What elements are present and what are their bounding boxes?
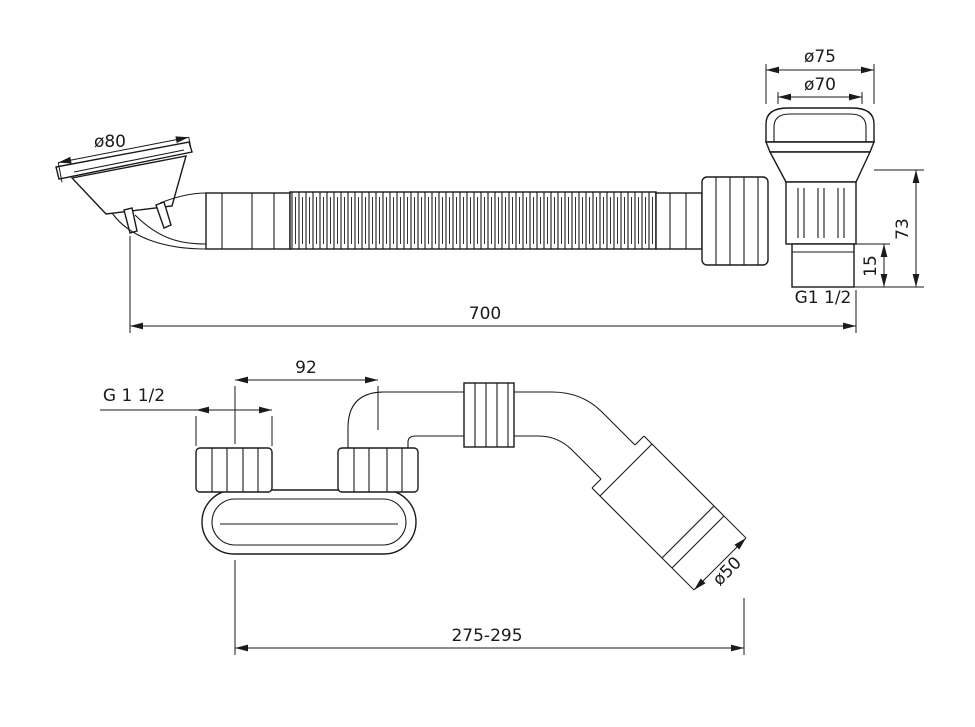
cap-cone bbox=[768, 151, 872, 183]
inlet-thread-label: G 1 1/2 bbox=[103, 386, 165, 406]
flexible-hose bbox=[205, 176, 769, 266]
union-coupling bbox=[463, 382, 515, 448]
dim-cup-diameter-label: ø80 bbox=[94, 132, 126, 152]
slotted-body bbox=[785, 181, 857, 245]
dim-body-height-label: 73 bbox=[893, 218, 913, 240]
trap-shell bbox=[201, 489, 417, 555]
dim-elbow-offset: 92 bbox=[234, 358, 379, 444]
dim-trap-length: 275-295 bbox=[234, 560, 745, 655]
outlet-cuff bbox=[591, 435, 725, 569]
dim-cap-inner-label: ø70 bbox=[804, 75, 836, 95]
dim-outlet-height-label: 15 bbox=[861, 255, 881, 277]
dim-inlet-thread: G 1 1/2 bbox=[100, 386, 273, 446]
hose-nut bbox=[701, 176, 769, 266]
dim-cap-inner: ø70 bbox=[777, 75, 863, 104]
inlet-nut bbox=[195, 447, 273, 493]
dim-overall-length: 700 bbox=[129, 236, 857, 333]
dim-elbow-offset-label: 92 bbox=[295, 358, 317, 378]
dim-cup-diameter: ø80 bbox=[57, 132, 192, 183]
dim-trap-length-label: 275-295 bbox=[451, 626, 522, 646]
threaded-outlet bbox=[791, 243, 855, 288]
outlet-thread-label: G1 1/2 bbox=[795, 288, 852, 308]
overflow-drain-assembly bbox=[764, 107, 876, 288]
dim-cap-outer-label: ø75 bbox=[804, 47, 836, 67]
push-cap bbox=[764, 107, 876, 153]
riser-nut bbox=[337, 447, 419, 493]
bottom-view: 92 G 1 1/2 ø50 275-295 bbox=[100, 358, 747, 655]
dim-cap-outer: ø75 bbox=[765, 47, 875, 104]
siphon-body bbox=[195, 382, 725, 569]
hose-corrugation bbox=[289, 191, 657, 250]
top-view: ø80 ø75 ø70 73 15 G1 1/2 bbox=[55, 47, 924, 333]
dim-outlet-height: 15 bbox=[856, 243, 890, 287]
dim-body-height: 73 bbox=[854, 169, 924, 288]
cup-leg bbox=[123, 207, 138, 234]
dim-overall-length-label: 700 bbox=[469, 304, 501, 324]
